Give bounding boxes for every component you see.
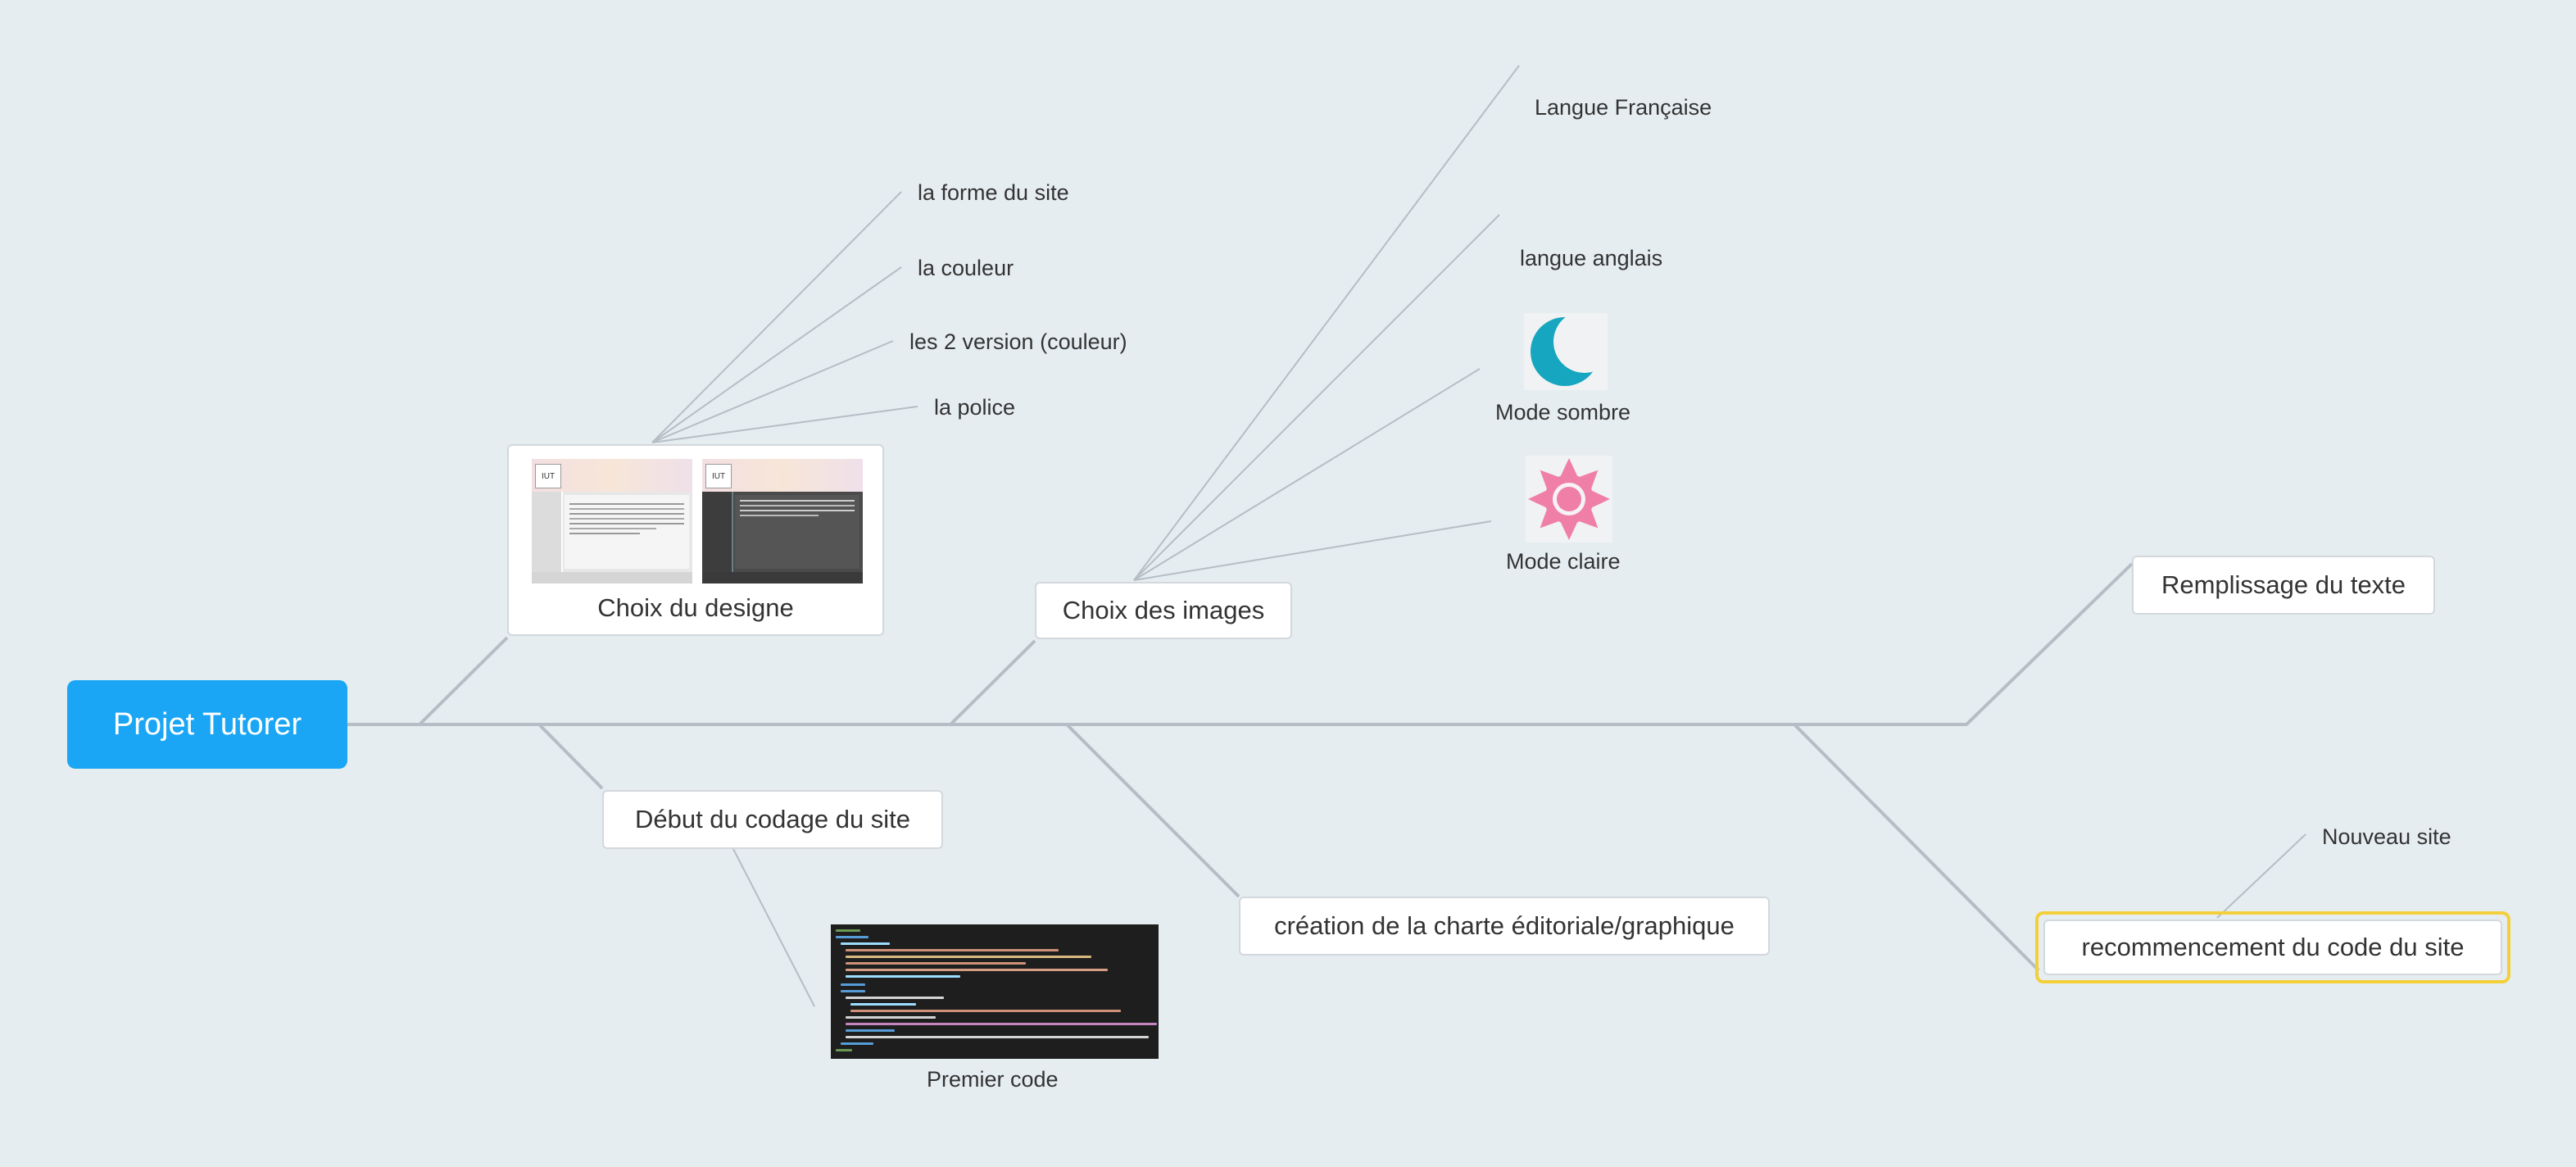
root-topic-label: Projet Tutorer (112, 706, 302, 742)
design-leaf-shape[interactable]: la forme du site (918, 180, 1069, 205)
design-light-logo: IUT (535, 464, 561, 488)
design-leaf-color[interactable]: la couleur (918, 256, 1014, 280)
text-topic[interactable]: Remplissage du texte (2132, 556, 2435, 615)
images-topic-label: Choix des images (1062, 596, 1265, 624)
root-topic[interactable]: Projet Tutorer (67, 680, 347, 769)
images-leaf-light[interactable]: Mode claire (1506, 549, 1621, 574)
restart-topic-label: recommencement du code du site (2081, 933, 2465, 961)
charter-topic[interactable]: création de la charte éditoriale/graphiq… (1239, 897, 1770, 956)
design-topic[interactable]: IUT IUT Choix du designe (507, 444, 884, 636)
dark-mode-image[interactable] (1524, 311, 1616, 390)
light-mode-image[interactable] (1526, 456, 1612, 543)
first-code-screenshot[interactable] (831, 924, 1159, 1059)
design-topic-label: Choix du designe (597, 593, 794, 622)
selection-ring (2035, 911, 2510, 983)
coding-leaf-first-code[interactable]: Premier code (927, 1067, 1059, 1092)
coding-topic-label: Début du codage du site (634, 805, 911, 833)
main-spine (347, 562, 2134, 726)
sun-icon (1528, 458, 1610, 540)
moon-icon (1531, 311, 1616, 386)
images-topic[interactable]: Choix des images (1035, 582, 1292, 639)
design-dark-screenshot: IUT (702, 459, 863, 584)
design-leaf-font[interactable]: la police (934, 395, 1016, 420)
design-dark-logo: IUT (705, 464, 732, 488)
images-leaf-dark[interactable]: Mode sombre (1495, 400, 1631, 425)
restart-leaf-new-site[interactable]: Nouveau site (2322, 824, 2451, 849)
text-topic-label: Remplissage du texte (2161, 570, 2406, 599)
coding-topic[interactable]: Début du codage du site (602, 790, 943, 849)
design-leaf-versions[interactable]: les 2 version (couleur) (909, 329, 1127, 354)
charter-topic-label: création de la charte éditoriale/graphiq… (1274, 911, 1735, 940)
images-leaf-english[interactable]: langue anglais (1520, 246, 1663, 270)
images-leaf-french[interactable]: Langue Française (1535, 95, 1712, 120)
design-light-screenshot: IUT (532, 459, 692, 584)
restart-topic[interactable]: recommencement du code du site (2043, 920, 2502, 975)
